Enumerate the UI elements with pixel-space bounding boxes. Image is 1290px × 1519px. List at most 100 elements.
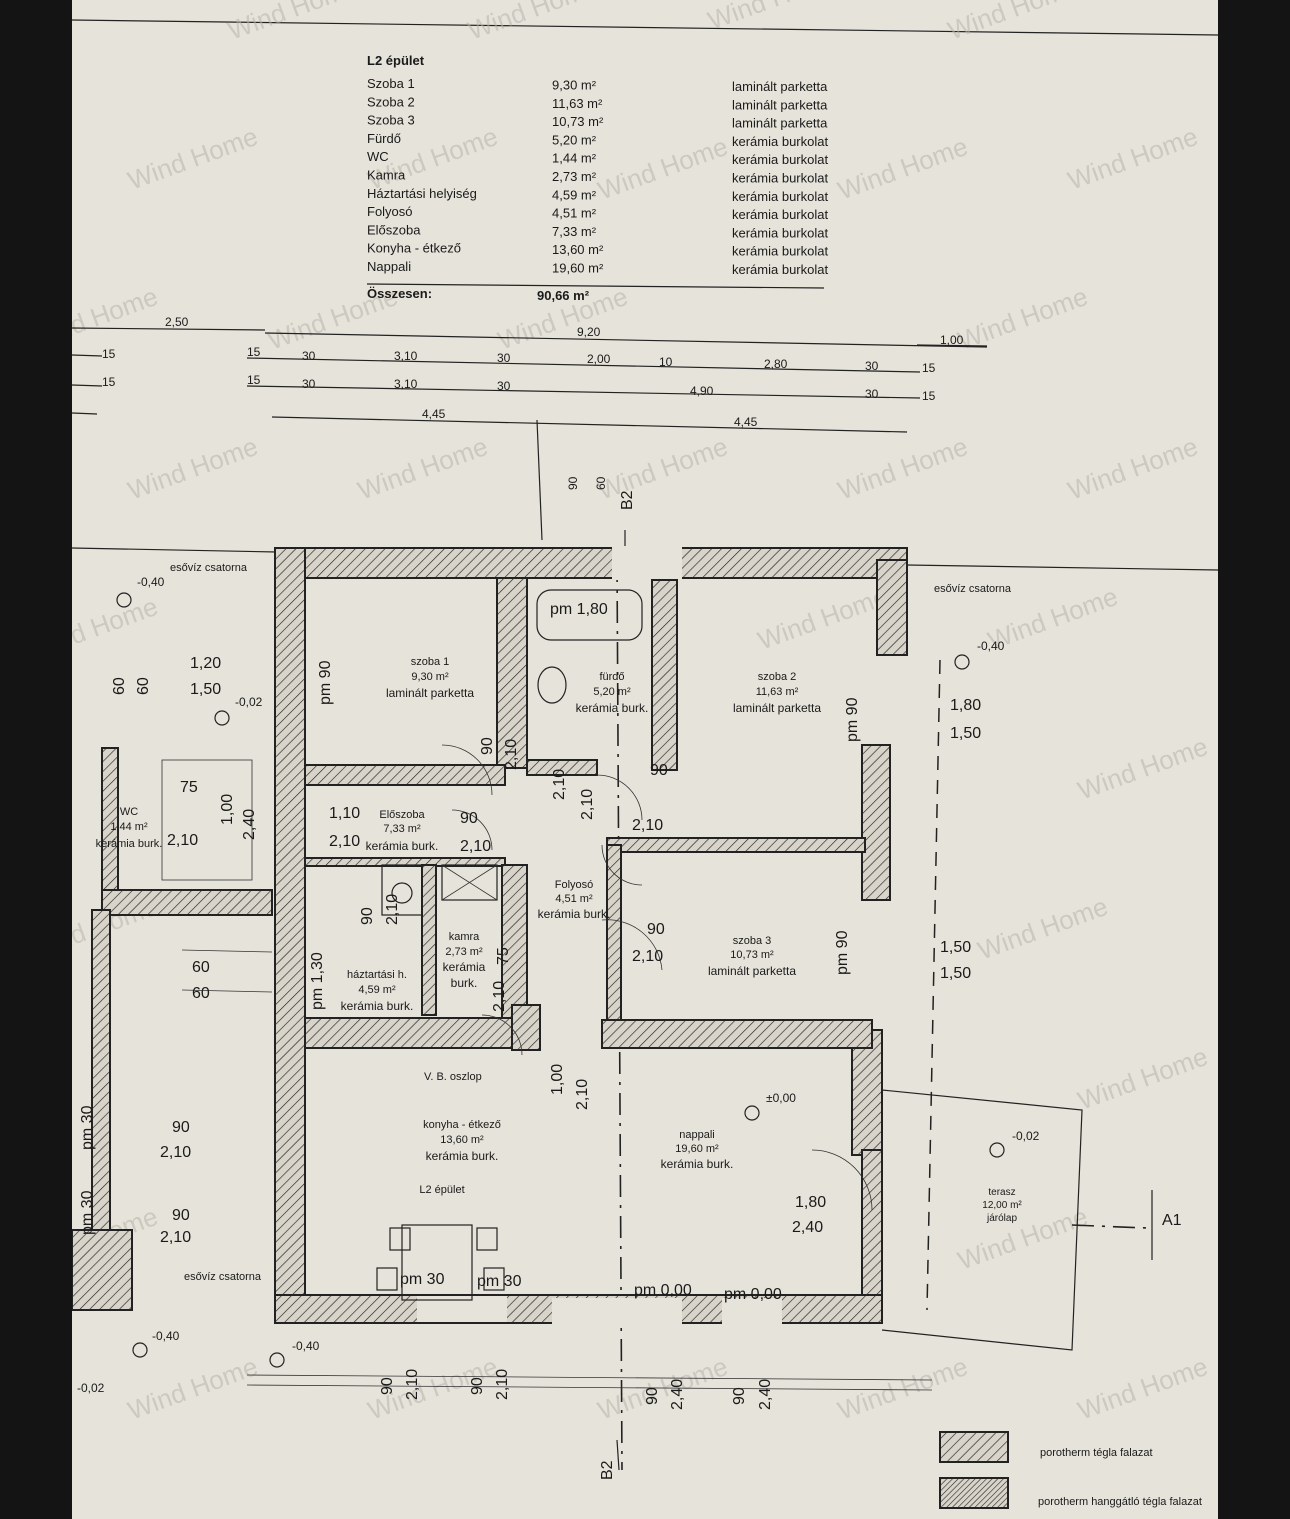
svg-text:15: 15 (102, 347, 116, 361)
svg-text:Wind Home: Wind Home (464, 0, 602, 46)
svg-text:90: 90 (566, 476, 580, 490)
svg-text:4,51 m²: 4,51 m² (555, 893, 593, 905)
legend-item-1: porotherm tégla falazat (1040, 1447, 1153, 1459)
room-szoba1: szoba 1 9,30 m² laminált parketta (386, 656, 474, 700)
sheet-top-line (72, 19, 1218, 36)
svg-text:esővíz csatorna: esővíz csatorna (184, 1271, 262, 1283)
svg-text:fürdő: fürdő (599, 671, 624, 683)
svg-text:Wind Home: Wind Home (944, 0, 1082, 46)
svg-text:15: 15 (102, 375, 116, 389)
terrace: A1 (881, 1089, 1182, 1351)
svg-text:Wind Home: Wind Home (354, 431, 492, 506)
svg-text:2,10: 2,10 (384, 894, 401, 925)
table-total-value: 90,66 m² (537, 288, 590, 303)
svg-text:5,20 m²: 5,20 m² (593, 686, 631, 698)
svg-text:Wind Home: Wind Home (1064, 431, 1202, 506)
svg-text:60: 60 (192, 959, 210, 976)
ground-lines (72, 547, 1218, 1471)
row-area: 4,59 m² (552, 187, 597, 202)
row-name: Szoba 1 (367, 76, 415, 91)
svg-text:kerámia burk.: kerámia burk. (538, 907, 611, 921)
svg-text:3,10: 3,10 (394, 377, 418, 391)
svg-text:2,40: 2,40 (669, 1379, 686, 1410)
fixtures (376, 589, 643, 1301)
row-floor: kerámia burkolat (732, 262, 828, 277)
svg-text:-0,02: -0,02 (77, 1381, 105, 1395)
svg-text:1,00: 1,00 (940, 333, 964, 347)
room-haztartasi: háztartási h. 4,59 m² kerámia burk. (341, 969, 414, 1013)
svg-text:pm 90: pm 90 (317, 660, 334, 705)
svg-text:2,73 m²: 2,73 m² (445, 946, 483, 958)
svg-text:-0,02: -0,02 (1012, 1129, 1040, 1143)
interior-walls (304, 577, 873, 1051)
svg-text:kerámia burk.: kerámia burk. (576, 701, 649, 715)
svg-text:Wind Home: Wind Home (1064, 121, 1202, 196)
svg-text:B2: B2 (599, 1460, 616, 1480)
svg-text:Wind Home: Wind Home (124, 431, 262, 506)
svg-text:Wind Home: Wind Home (124, 1351, 262, 1426)
svg-text:kamra: kamra (449, 931, 480, 943)
svg-text:pm 30: pm 30 (79, 1190, 96, 1235)
room-kamra: kamra 2,73 m² kerámia burk. (443, 931, 486, 990)
svg-text:laminált parketta: laminált parketta (386, 686, 474, 700)
gutter-labels: esővíz csatorna esővíz csatorna esővíz c… (170, 562, 1012, 1283)
svg-text:2,10: 2,10 (167, 832, 198, 849)
room-szoba2: szoba 2 11,63 m² laminált parketta (733, 671, 821, 715)
row-floor: laminált parketta (732, 116, 828, 131)
svg-text:90: 90 (460, 810, 478, 827)
svg-text:Előszoba: Előszoba (379, 809, 425, 821)
row-name: Háztartási helyiség (367, 186, 477, 201)
wall-furdo-south (526, 759, 598, 776)
svg-text:esővíz csatorna: esővíz csatorna (934, 583, 1012, 595)
section-b2-bottom: B2 (599, 1439, 620, 1480)
svg-text:Wind Home: Wind Home (594, 131, 732, 206)
svg-text:2,10: 2,10 (551, 769, 568, 800)
svg-text:1,80: 1,80 (795, 1194, 826, 1211)
svg-text:60: 60 (192, 985, 210, 1002)
west-wall (274, 547, 306, 1319)
cabinet (441, 864, 498, 901)
svg-text:2,10: 2,10 (579, 789, 596, 820)
row-floor: kerámia burkolat (732, 171, 828, 186)
svg-text:13,60 m²: 13,60 m² (440, 1134, 484, 1146)
wall-furdo-szoba2 (651, 579, 678, 771)
svg-text:2,10: 2,10 (160, 1229, 191, 1246)
svg-text:esővíz csatorna: esővíz csatorna (170, 562, 248, 574)
east-wall-lower (851, 1029, 883, 1156)
bathtub (536, 589, 643, 641)
svg-text:1,20: 1,20 (190, 655, 221, 672)
svg-text:2,10: 2,10 (404, 1369, 421, 1400)
door-swings (441, 744, 873, 1211)
legend-item-2: porotherm hanggátló tégla falazat (1038, 1496, 1202, 1508)
svg-text:Wind Home: Wind Home (1074, 1041, 1212, 1116)
svg-text:pm 90: pm 90 (844, 697, 861, 742)
svg-text:15: 15 (247, 345, 261, 359)
svg-text:Wind Home: Wind Home (72, 281, 162, 356)
svg-text:30: 30 (865, 359, 879, 373)
svg-text:pm 1,30: pm 1,30 (309, 952, 326, 1010)
svg-text:-0,40: -0,40 (292, 1339, 320, 1353)
row-area: 11,63 m² (552, 96, 603, 111)
wall-eloszoba-south (304, 857, 506, 867)
row-area: 1,44 m² (552, 151, 597, 166)
washbasin (537, 666, 567, 704)
svg-text:burk.: burk. (451, 976, 478, 990)
svg-text:Wind Home: Wind Home (594, 431, 732, 506)
room-terasz: terasz 12,00 m² járólap (982, 1187, 1022, 1224)
section-b2-top: 90 60 B2 (566, 476, 636, 560)
east-wall-bottom (861, 1149, 883, 1319)
svg-text:Wind Home: Wind Home (834, 431, 972, 506)
east-wall-top (876, 559, 908, 656)
row-area: 4,51 m² (552, 206, 597, 221)
svg-text:Wind Home: Wind Home (754, 581, 892, 656)
room-folyoso: Folyosó 4,51 m² kerámia burk. (538, 879, 611, 921)
svg-text:-0,40: -0,40 (152, 1329, 180, 1343)
row-name: Előszoba (367, 222, 421, 237)
legend-swatch-1 (939, 1431, 1009, 1463)
svg-text:pm 1,80: pm 1,80 (550, 601, 608, 618)
svg-text:pm 90: pm 90 (834, 930, 851, 975)
